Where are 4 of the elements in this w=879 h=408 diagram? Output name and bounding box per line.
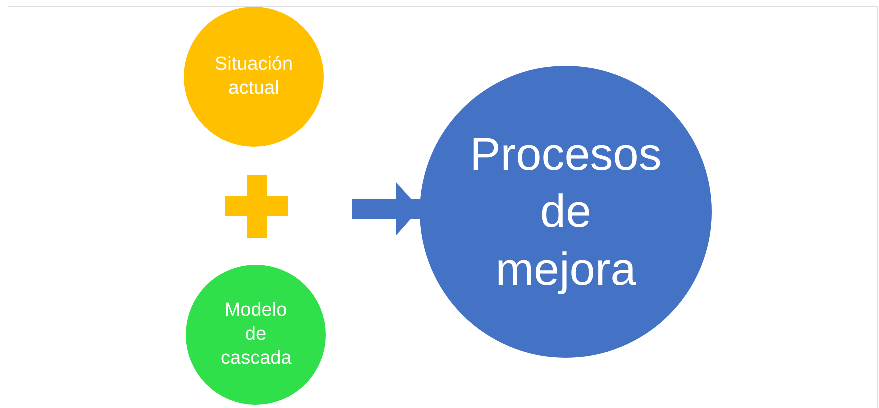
circle-label: Modelo de cascada [221, 299, 291, 371]
circle-label: Situación actual [214, 53, 294, 101]
circle-label: Procesos de mejora [469, 126, 663, 297]
block-arrow [352, 182, 420, 236]
